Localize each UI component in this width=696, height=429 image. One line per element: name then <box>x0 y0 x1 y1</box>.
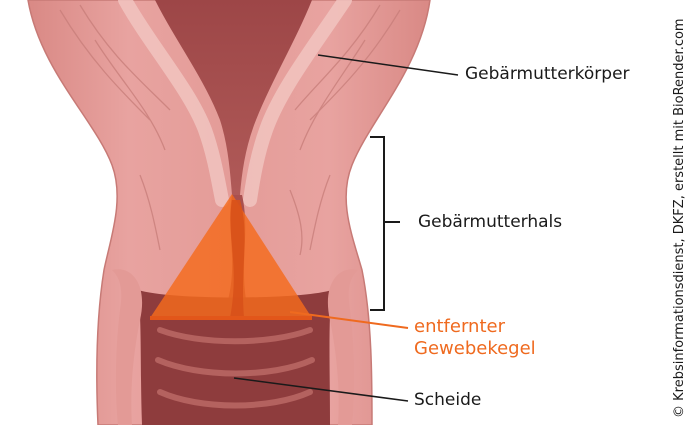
uterine-wall-left-highlight <box>118 0 229 207</box>
vaginal-wall-left <box>112 269 143 425</box>
copyright-notice: © Krebsinformationsdienst, DKFZ, erstell… <box>672 18 687 418</box>
leader-uterus-body <box>317 54 459 76</box>
label-vagina: Scheide <box>414 390 482 410</box>
vaginal-wall-right <box>327 269 358 425</box>
label-removed-cone-line1: entfernter <box>414 316 505 337</box>
label-uterus-body: Gebärmutterkörper <box>465 64 630 84</box>
removed-tissue-cone <box>150 194 312 318</box>
vaginal-canal <box>138 290 332 425</box>
label-removed-cone-line2: Gewebekegel <box>414 338 536 359</box>
cervix-bracket <box>370 136 385 311</box>
leader-removed-cone <box>289 311 409 329</box>
muscle-fibers <box>59 4 401 256</box>
vaginal-rugae <box>155 327 315 409</box>
label-cervix: Gebärmutterhals <box>418 212 563 232</box>
removed-cone-canal <box>230 200 245 318</box>
leader-vagina <box>233 377 409 402</box>
uterine-cavity <box>155 0 312 195</box>
uterine-wall-right-highlight <box>243 0 352 207</box>
